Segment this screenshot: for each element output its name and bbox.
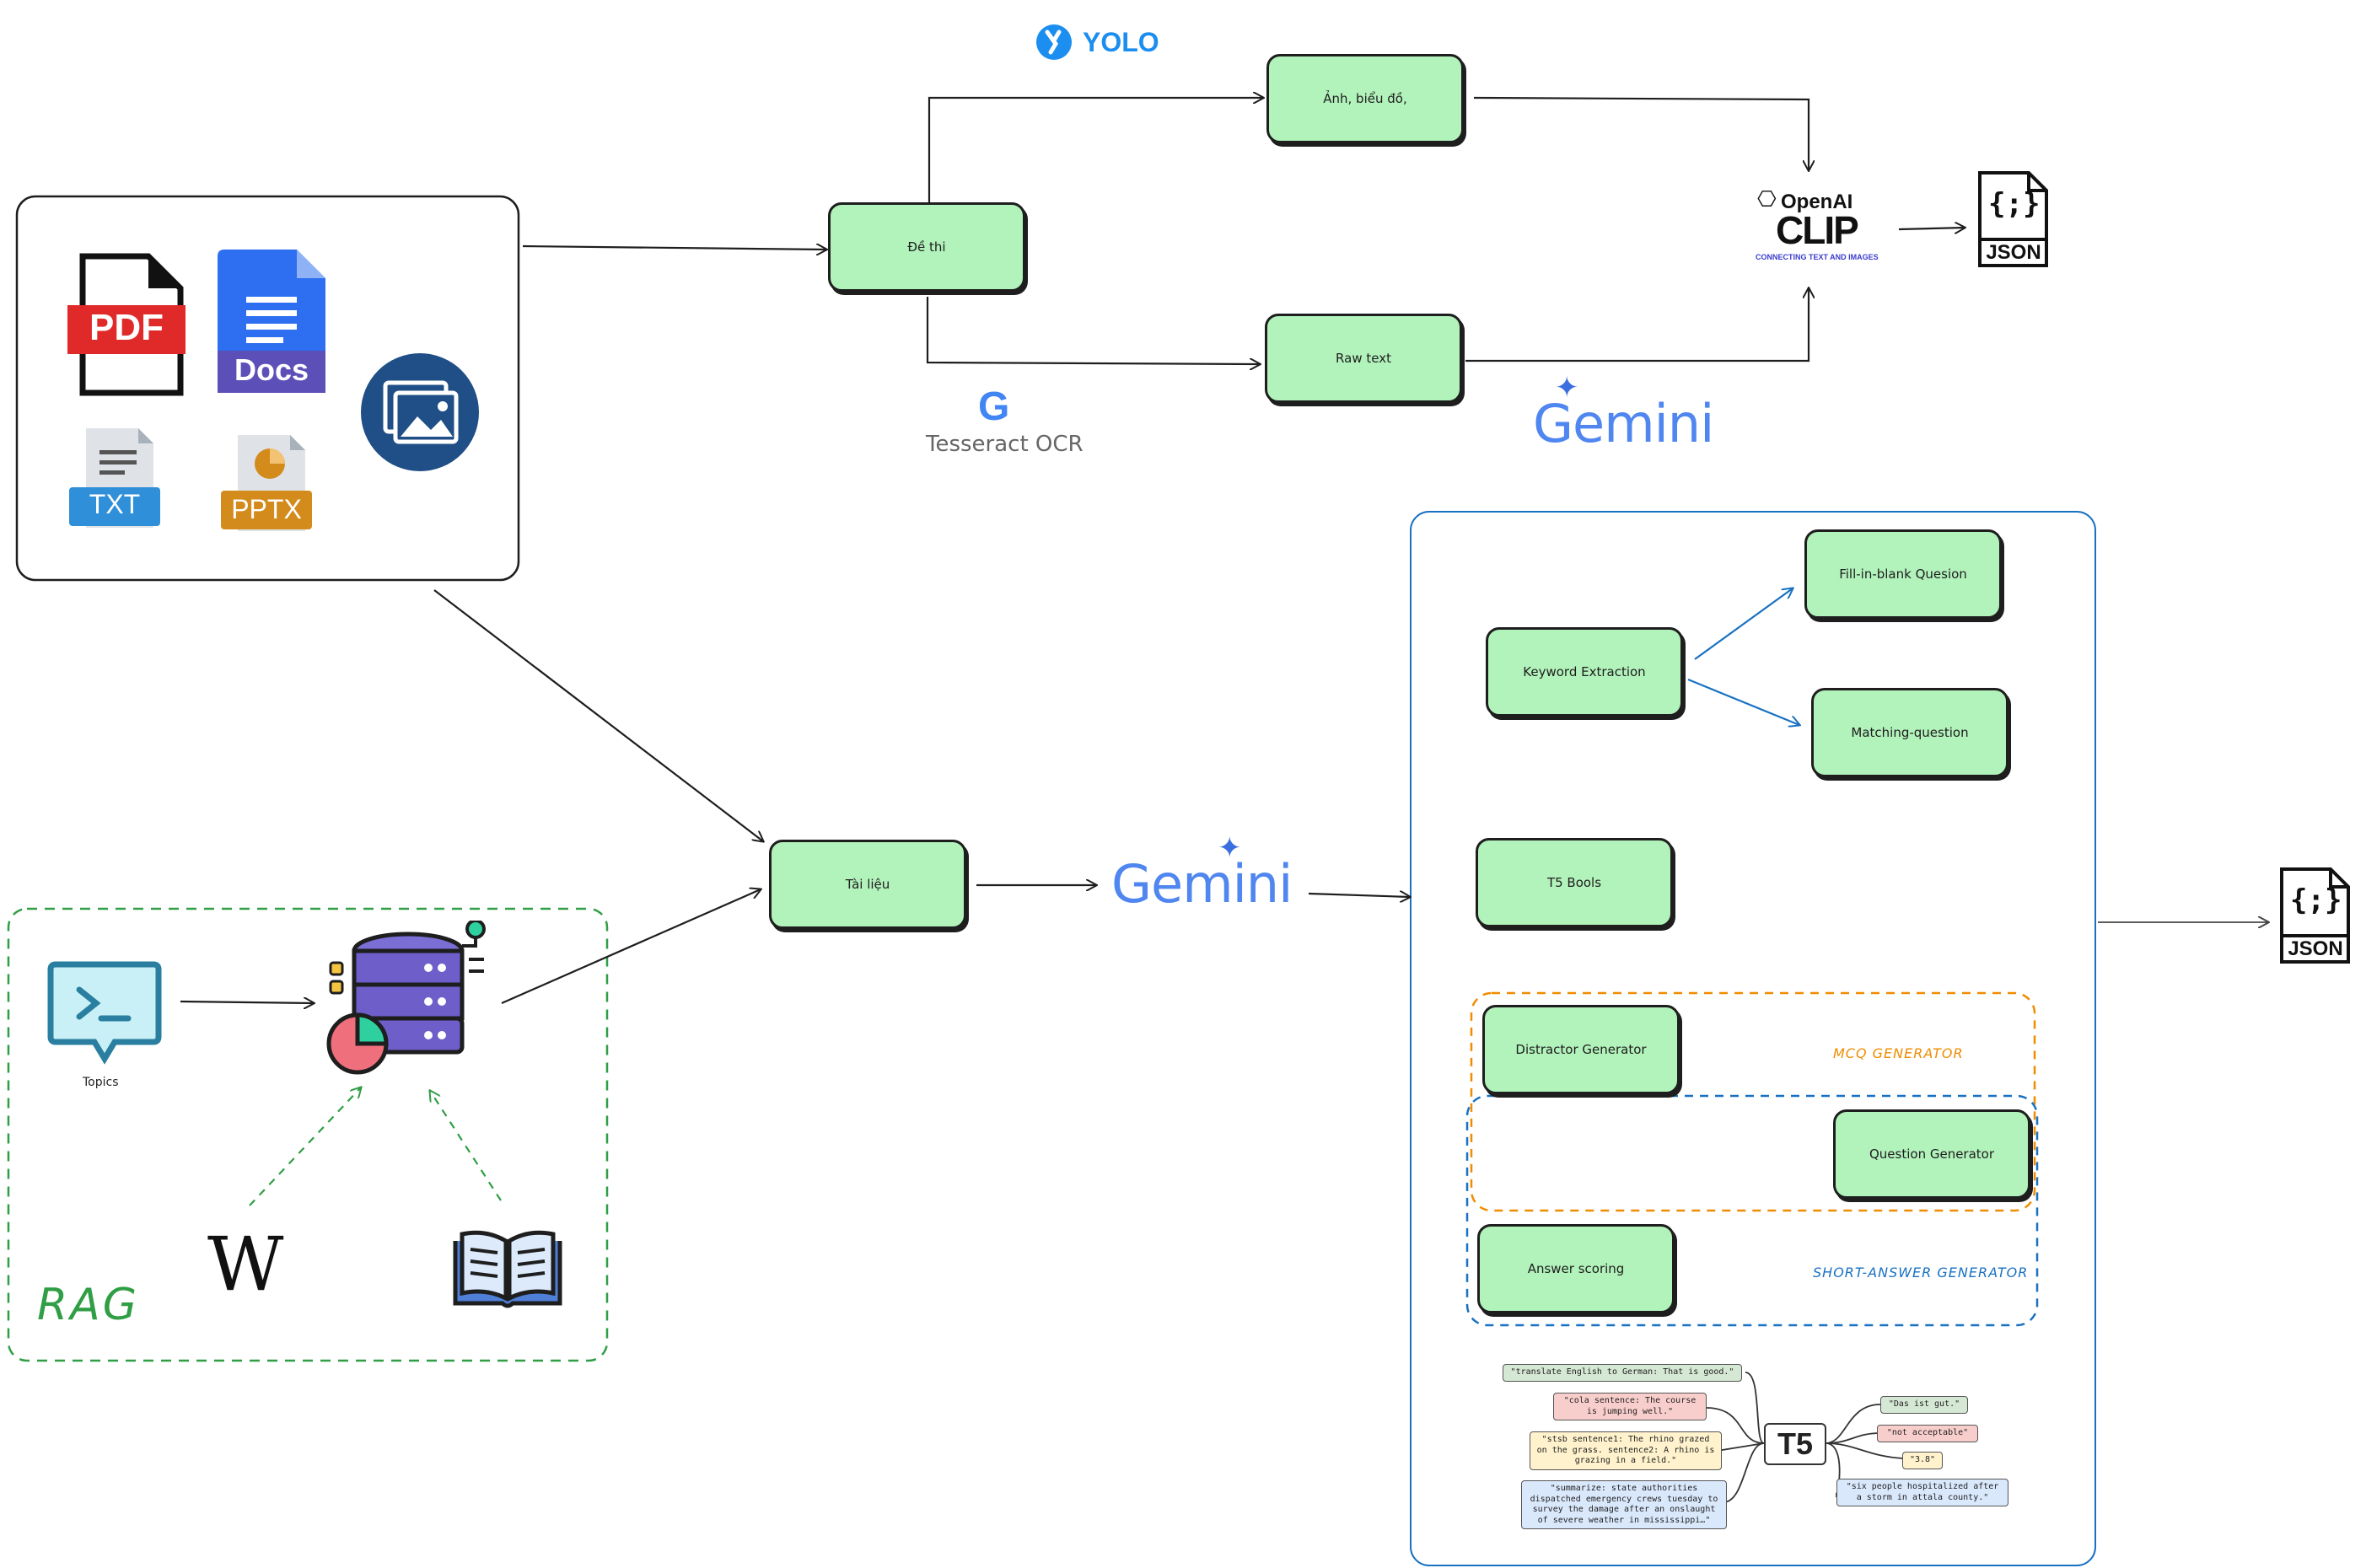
- gemini-spark-icon: ✦: [1218, 831, 1241, 865]
- t5-output-cola: "not acceptable": [1877, 1425, 1978, 1442]
- t5-input-stsb: "stsb sentence1: The rhino grazed on the…: [1530, 1431, 1722, 1470]
- arrow-wikipedia-to-database: [249, 1087, 361, 1206]
- question-generator-node[interactable]: Question Generator: [1833, 1109, 2030, 1199]
- wikipedia-logo: W: [207, 1221, 284, 1308]
- arrow-topics-to-database: [180, 1001, 314, 1003]
- t5-output-summarize: "six people hospitalized after a storm i…: [1836, 1479, 2008, 1506]
- anh-bieu-do-node[interactable]: Ảnh, biểu đồ,: [1266, 54, 1464, 143]
- arrow-de-thi-to-anh: [928, 98, 1263, 202]
- gemini-spark-icon: ✦: [1555, 371, 1578, 405]
- arrow-anh-to-clip: [1473, 96, 1809, 170]
- pptx-label: PPTX: [231, 494, 302, 524]
- gemini-mid-label: Gemini: [1111, 853, 1293, 915]
- arrow-keyword-to-fill: [1694, 588, 1793, 660]
- t5-output-german: "Das ist gut.": [1880, 1396, 1968, 1414]
- json-right-label: JSON: [2288, 937, 2343, 960]
- openai-clip-logo: ⎔ OpenAI CLIP CONNECTING TEXT AND IMAGES: [1756, 187, 1899, 271]
- pptx-icon: PPTX: [221, 435, 315, 531]
- topics-label: Topics: [83, 1076, 119, 1089]
- rag-frame: [7, 907, 609, 1362]
- mcq-generator-frame: [1470, 991, 2036, 1212]
- raw-text-node[interactable]: Raw text: [1265, 314, 1462, 403]
- yolo-label: YOLO: [1083, 27, 1159, 57]
- short-answer-generator-label: SHORT-ANSWER GENERATOR: [1813, 1265, 2029, 1281]
- t5-bools-node[interactable]: T5 Bools: [1476, 838, 1673, 927]
- matching-question-node[interactable]: Matching-question: [1811, 688, 2008, 777]
- rag-label: RAG: [37, 1280, 139, 1330]
- pdf-icon: PDF: [67, 253, 186, 396]
- arrow-raw-text-to-clip: [1465, 288, 1809, 362]
- docs-icon: Docs: [218, 250, 325, 393]
- json-top-braces: {;}: [1988, 187, 2041, 221]
- database-chart-icon: [324, 919, 492, 1077]
- json-right-braces: {;}: [2290, 883, 2342, 917]
- clip-subtitle: CONNECTING TEXT AND IMAGES: [1756, 253, 1879, 261]
- gemini-top-label: Gemini: [1533, 393, 1714, 454]
- json-right-file-icon: {;} JSON: [2278, 867, 2351, 964]
- arrow-book-to-database: [430, 1091, 502, 1201]
- arrow-gemini-to-generators: [1308, 894, 1410, 897]
- fill-in-blank-node[interactable]: Fill-in-blank Quesion: [1804, 529, 2002, 619]
- t5-input-summarize: "summarize: state authorities dispatched…: [1521, 1480, 1727, 1529]
- t5-input-translate: "translate English to German: That is go…: [1503, 1364, 1742, 1382]
- arrow-de-thi-to-raw-text: [926, 297, 1260, 364]
- txt-icon: TXT: [69, 428, 164, 528]
- generators-frame: [1410, 511, 2096, 1566]
- mcq-generator-label: MCQ GENERATOR: [1833, 1045, 1964, 1061]
- distractor-generator-node[interactable]: Distractor Generator: [1482, 1005, 1680, 1094]
- json-top-file-icon: {;} JSON: [1976, 170, 2049, 267]
- gemini-mid-logo: Gemini ✦: [1111, 831, 1293, 915]
- arrow-sources-to-de-thi: [522, 246, 826, 250]
- openai-icon: ⎔: [1757, 187, 1777, 212]
- t5-center: T5: [1764, 1423, 1826, 1465]
- arrow-rag-to-tai-lieu: [501, 889, 761, 1005]
- pdf-label: PDF: [89, 307, 164, 348]
- clip-label: CLIP: [1776, 208, 1859, 252]
- docs-label: Docs: [234, 352, 309, 387]
- yolo-logo: YOLO: [1035, 24, 1170, 66]
- openai-label: OpenAI: [1781, 191, 1853, 213]
- topics-terminal-icon: [47, 961, 162, 1066]
- txt-label: TXT: [89, 489, 141, 519]
- image-gallery-icon: [360, 352, 480, 472]
- t5-output-stsb: "3.8": [1902, 1452, 1943, 1469]
- book-icon: [452, 1229, 563, 1310]
- yolo-icon: [1036, 24, 1072, 60]
- de-thi-node[interactable]: Đề thi: [828, 202, 1025, 292]
- arrow-clip-to-json: [1898, 228, 1965, 229]
- tesseract-label: Tesseract OCR: [926, 432, 1084, 457]
- arrow-sources-to-tai-lieu: [433, 589, 763, 841]
- gemini-top-logo: Gemini ✦: [1533, 371, 1714, 454]
- t5-input-cola: "cola sentence: The course is jumping we…: [1553, 1393, 1707, 1420]
- google-g-icon: G: [978, 384, 1010, 429]
- keyword-extraction-node[interactable]: Keyword Extraction: [1486, 627, 1683, 717]
- short-answer-generator-frame: [1465, 1094, 2039, 1327]
- json-top-label: JSON: [1986, 241, 2041, 264]
- arrow-keyword-to-matching: [1687, 678, 1799, 725]
- tai-lieu-node[interactable]: Tài liệu: [769, 840, 966, 929]
- answer-scoring-node[interactable]: Answer scoring: [1477, 1224, 1675, 1313]
